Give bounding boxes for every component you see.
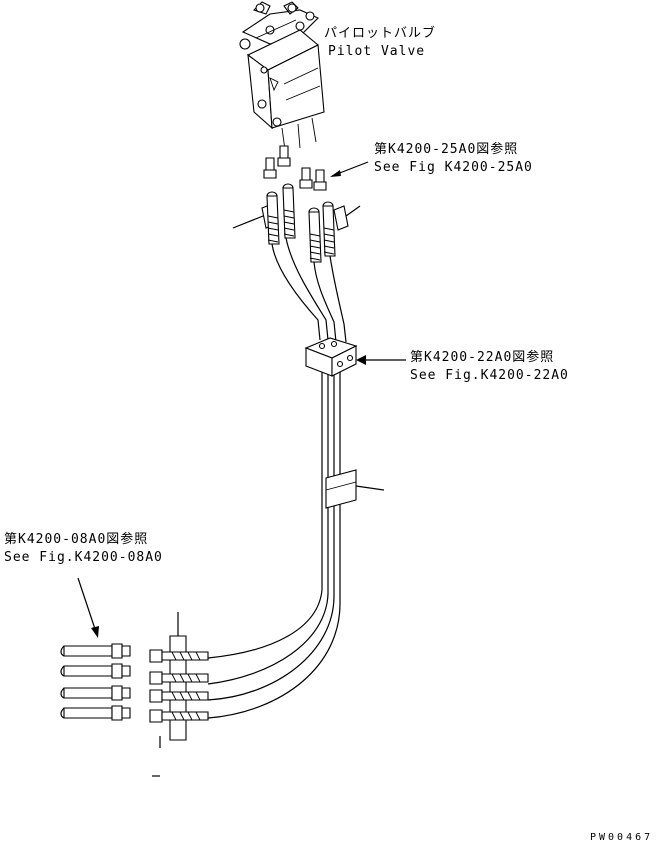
ref-22a0-label-en: See Fig.K4200-22A0 bbox=[410, 368, 569, 383]
ref-22a0-label-jp: 第K4200-22A0図参照 bbox=[410, 350, 555, 365]
hose-lower-fittings bbox=[149, 612, 209, 777]
drawing-number: PW00467 bbox=[590, 832, 654, 843]
clamp-block bbox=[304, 337, 358, 377]
ref-08a0-label-jp: 第K4200-08A0図参照 bbox=[4, 532, 149, 547]
pilot-valve bbox=[239, 1, 325, 151]
pilot-valve-label-jp: パイロットバルブ bbox=[324, 26, 437, 41]
pilot-valve-label-en: Pilot Valve bbox=[328, 44, 426, 59]
ref-25a0-label-en: See Fig K4200-25A0 bbox=[374, 160, 533, 175]
hose-upper-fittings bbox=[232, 183, 361, 263]
hose-bundle bbox=[207, 237, 347, 719]
ref-25a0-label-jp: 第K4200-25A0図参照 bbox=[374, 142, 519, 157]
mating-hoses bbox=[60, 643, 131, 721]
ref-08a0-label-en: See Fig.K4200-08A0 bbox=[4, 550, 163, 565]
band-clamp bbox=[325, 469, 385, 509]
pilot-valve-fittings bbox=[263, 145, 327, 191]
